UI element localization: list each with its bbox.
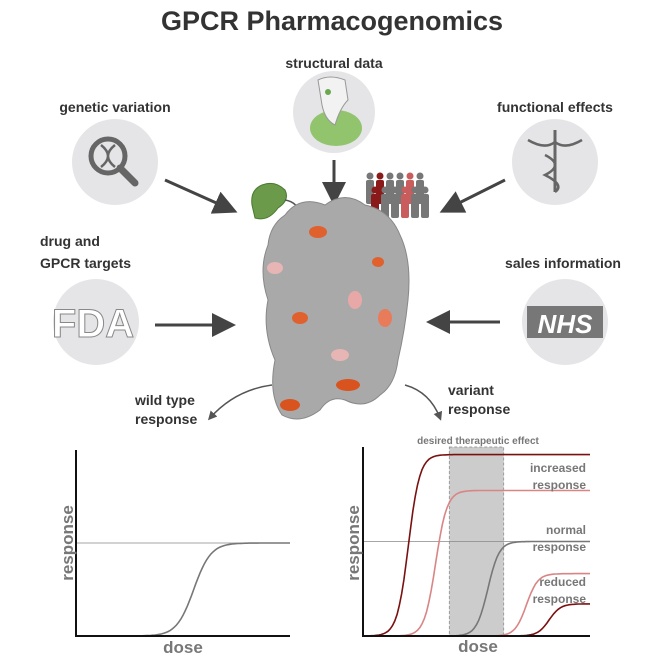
chart0-xlabel: dose <box>163 638 203 657</box>
structural-data-label: structural data <box>285 55 382 71</box>
wild-type-arrow <box>208 384 273 421</box>
person-body <box>411 194 419 218</box>
person-head <box>371 186 379 194</box>
functional-effects-label: functional effects <box>497 99 613 115</box>
genetic-variation-label: genetic variation <box>59 99 170 115</box>
variant-arrow <box>404 384 443 421</box>
chart-axes <box>362 447 590 637</box>
person-figure <box>411 186 419 218</box>
chart1-xlabel: dose <box>458 637 498 656</box>
person-head <box>421 186 429 194</box>
person-head <box>411 186 419 194</box>
chart-axes <box>75 450 290 637</box>
nhs-logo-icon: NHS <box>522 279 608 365</box>
input-arrows <box>155 160 506 337</box>
dna-magnifier-icon <box>72 119 158 205</box>
person-head <box>396 172 404 180</box>
wild-type-label-line2: response <box>135 411 197 427</box>
chart0-ylabel: response <box>58 505 77 581</box>
variant-chart <box>362 446 590 637</box>
normal-line1: normal <box>546 523 586 537</box>
band-label: desired therapeutic effect <box>417 436 539 447</box>
variant-label-line2: response <box>448 401 510 417</box>
arrow-functional <box>439 178 506 213</box>
person-figure <box>421 186 429 218</box>
person-head <box>376 172 384 180</box>
drug-targets-label-line1: drug and <box>40 233 100 249</box>
increased-line2: response <box>533 478 587 492</box>
person-head <box>401 186 409 194</box>
svg-text:NHS: NHS <box>538 309 594 339</box>
person-head <box>416 172 424 180</box>
wild-type-label-line1: wild type <box>134 392 195 408</box>
fda-logo-icon: FDA <box>51 279 139 365</box>
caduceus-icon <box>512 119 598 205</box>
people-population-icon <box>366 172 429 218</box>
response-curve-0 <box>76 542 290 637</box>
person-figure <box>391 186 399 218</box>
response-curve-0 <box>363 453 590 637</box>
svg-text:FDA: FDA <box>52 302 134 346</box>
person-body <box>421 194 429 218</box>
normal-line2: response <box>533 540 587 554</box>
arrow-genetic <box>164 178 238 214</box>
protein-structure-icon <box>293 71 375 153</box>
reduced-line1: reduced <box>539 575 586 589</box>
gpcr-protein-surface <box>262 197 410 420</box>
person-head <box>391 186 399 194</box>
person-head <box>366 172 374 180</box>
variant-label-line1: variant <box>448 382 494 398</box>
person-head <box>406 172 414 180</box>
page-title: GPCR Pharmacogenomics <box>161 6 503 36</box>
increased-line1: increased <box>530 461 586 475</box>
person-head <box>381 186 389 194</box>
person-head <box>386 172 394 180</box>
person-body <box>401 194 409 218</box>
sales-information-label: sales information <box>505 255 621 271</box>
wild-type-chart <box>75 450 290 637</box>
reduced-line2: response <box>533 592 587 606</box>
chart1-ylabel: response <box>344 505 363 581</box>
drug-targets-label-line2: GPCR targets <box>40 255 131 271</box>
person-body <box>391 194 399 218</box>
person-figure <box>401 186 409 218</box>
